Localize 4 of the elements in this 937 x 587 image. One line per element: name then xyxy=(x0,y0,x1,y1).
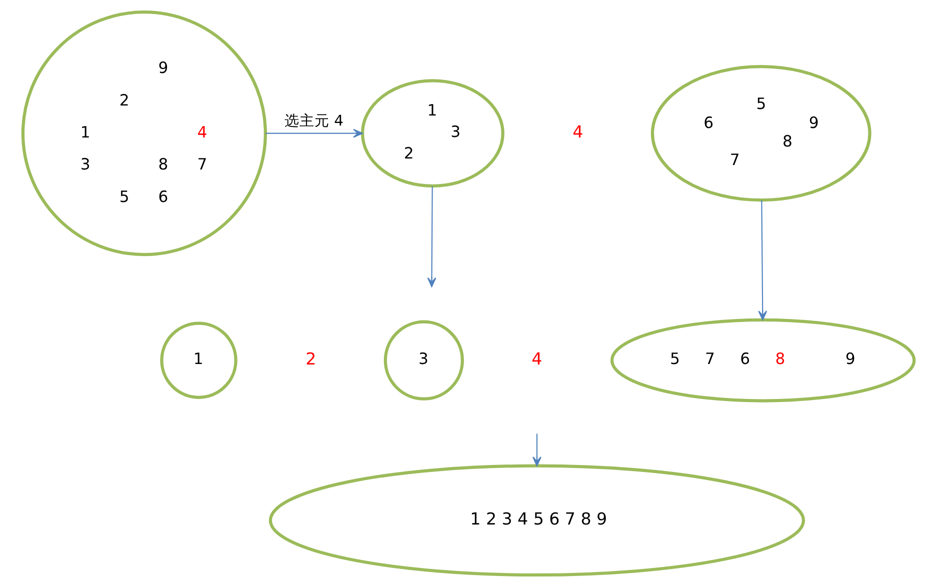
label: 4 xyxy=(572,122,584,142)
label: 2 xyxy=(306,349,316,368)
label: 4 xyxy=(532,349,542,368)
edge-label: 选主元 4 xyxy=(284,112,344,130)
